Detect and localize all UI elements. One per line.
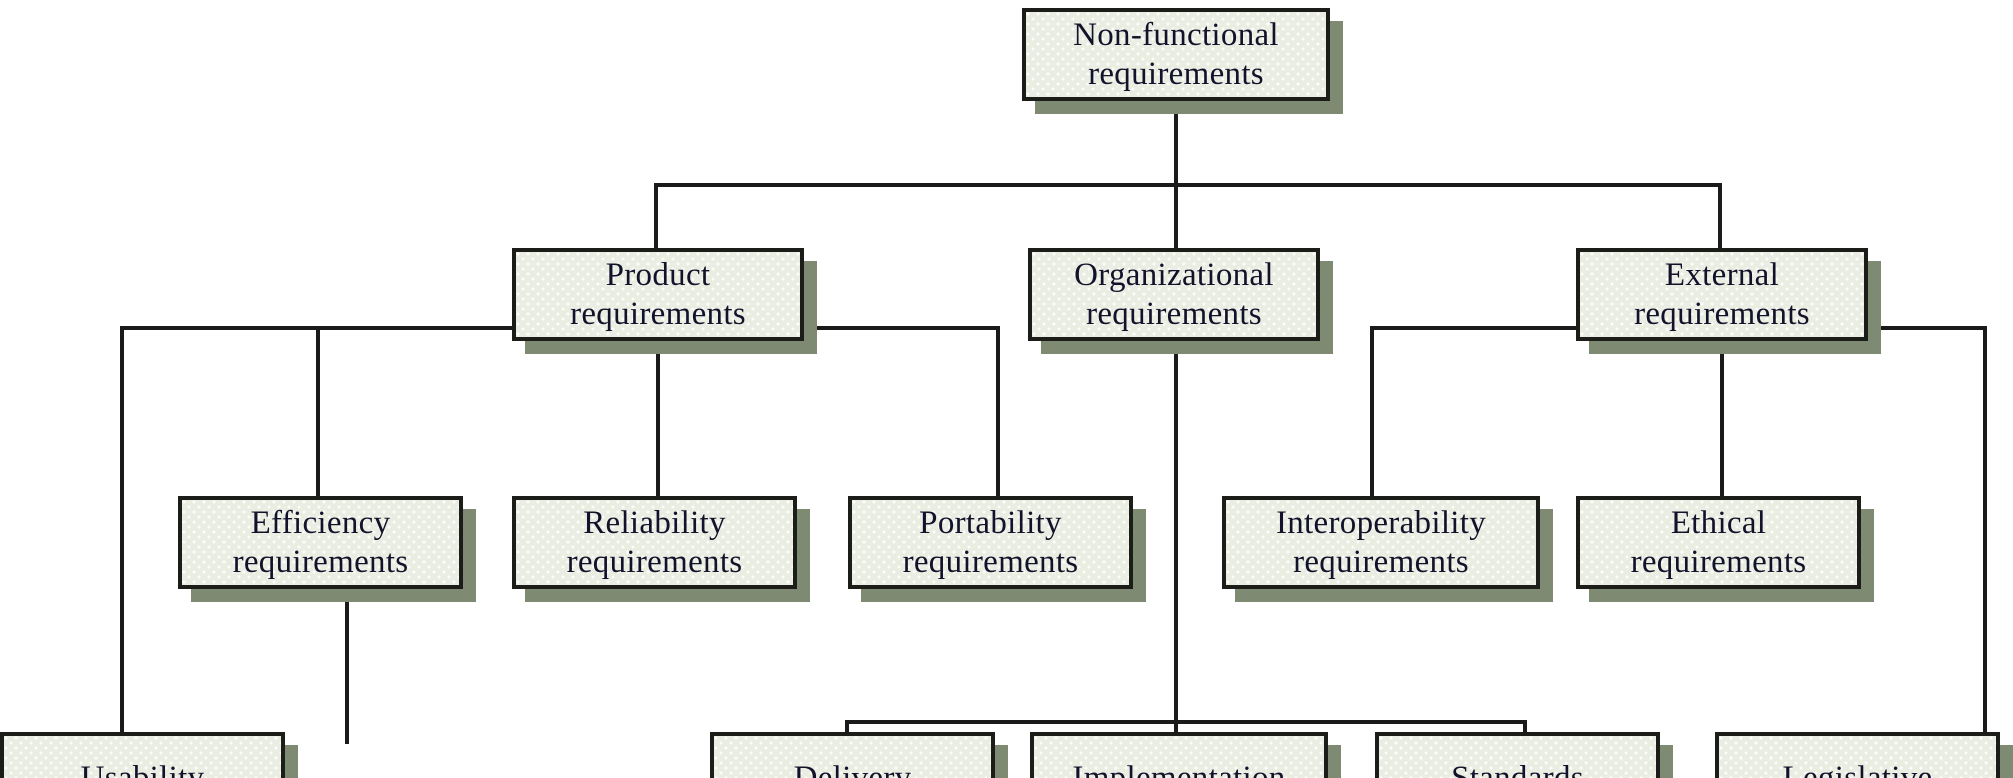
node-standards[interactable]: Standards (1375, 732, 1673, 778)
node-label-line2: requirements (1630, 543, 1807, 580)
node-label-line2: requirements (570, 295, 746, 332)
connector-external-drop (1718, 183, 1722, 250)
connector-external-trunk (1720, 341, 1724, 498)
connector-level1-bus (654, 183, 1720, 187)
node-label-line2: requirements (902, 543, 1079, 580)
connector-organizational-bus (845, 720, 1527, 724)
node-label-line1: Legislative (1783, 759, 1933, 778)
node-face: Standards (1375, 732, 1660, 778)
node-label-line1: Interoperability (1275, 504, 1487, 541)
node-label-line2: requirements (1293, 543, 1469, 580)
connector-efficiency-drop (316, 326, 320, 498)
node-implementation[interactable]: Implementation (1030, 732, 1341, 778)
node-label-line2: requirements (1634, 295, 1810, 332)
node-face: Implementation (1030, 732, 1328, 778)
connector-portability-drop (996, 326, 1000, 498)
node-label-line1: Non-functional (1073, 16, 1279, 53)
node-label-line1: Ethical (1670, 504, 1767, 541)
node-usability[interactable]: Usability (0, 732, 298, 778)
connector-interop-drop (1370, 326, 1374, 498)
node-label-line1: External (1664, 256, 1780, 293)
node-label-line2: requirements (232, 543, 409, 580)
node-label-line1: Product (605, 256, 711, 293)
node-label-line1: Implementation (1072, 759, 1285, 778)
connector-efficiency-trunk (345, 589, 349, 744)
node-label-line1: Portability (919, 504, 1062, 541)
node-label-line1: Efficiency (250, 504, 391, 541)
node-delivery[interactable]: Delivery (710, 732, 1008, 778)
connector-organizational-trunk (1174, 341, 1178, 741)
node-label-line1: Organizational (1074, 256, 1274, 293)
connector-root-trunk (1174, 101, 1178, 250)
node-label-line1: Delivery (794, 759, 912, 778)
connector-product-trunk (656, 341, 660, 498)
connector-usability-drop (120, 326, 124, 734)
connector-legislative-drop (1983, 326, 1987, 734)
node-face: Legislative (1715, 732, 2000, 778)
node-label-line1: Reliability (583, 504, 726, 541)
node-face: Usability (0, 732, 285, 778)
node-label-line2: requirements (566, 543, 743, 580)
connector-product-drop (654, 183, 658, 250)
node-label-line2: requirements (1086, 295, 1262, 332)
node-face: Delivery (710, 732, 995, 778)
node-legislative[interactable]: Legislative (1715, 732, 2013, 778)
node-label-line2: requirements (1088, 55, 1264, 92)
node-label-line1: Standards (1451, 759, 1584, 778)
node-label-line1: Usability (81, 759, 205, 778)
